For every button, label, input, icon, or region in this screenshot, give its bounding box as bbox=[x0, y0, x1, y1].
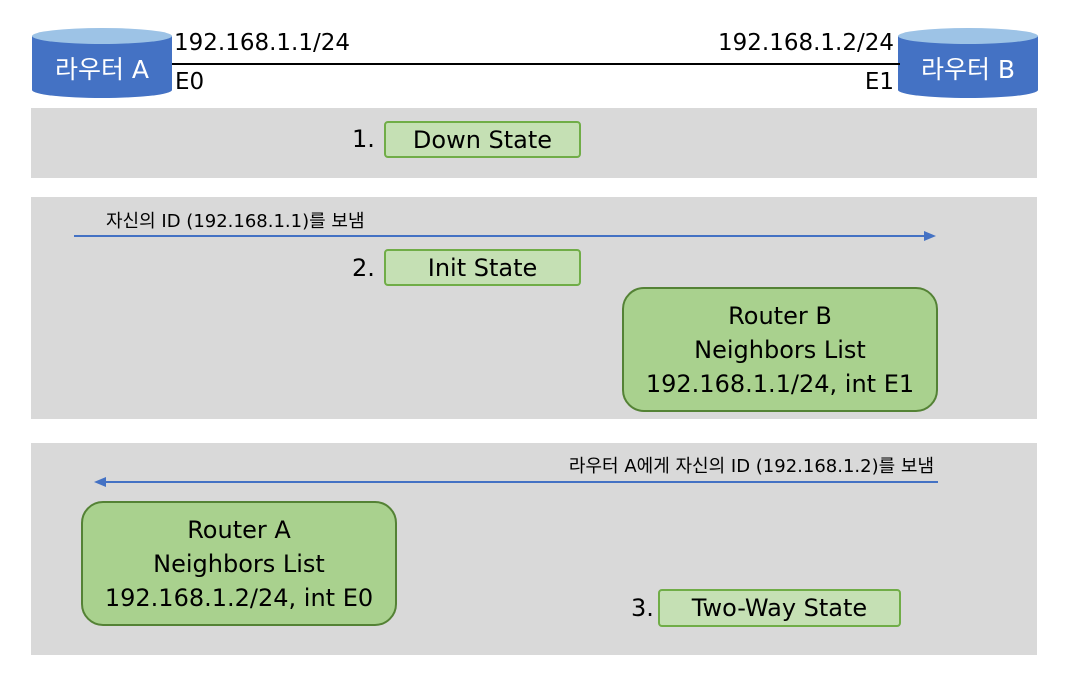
neighbors-entry: 192.168.1.1/24, int E1 bbox=[645, 369, 915, 398]
router-a-icon bbox=[32, 28, 172, 98]
router-a-ip: 192.168.1.1/24 bbox=[174, 30, 351, 56]
router-b-icon bbox=[898, 28, 1038, 98]
step-3-arrow bbox=[94, 477, 938, 487]
router-b: 라우터 B bbox=[898, 28, 1038, 98]
step-1-state: Down State bbox=[384, 121, 581, 158]
neighbors-router-name: Router B bbox=[728, 301, 832, 330]
link-line bbox=[172, 63, 900, 65]
router-b-interface: E1 bbox=[864, 69, 894, 95]
neighbors-entry: 192.168.1.2/24, int E0 bbox=[104, 583, 374, 612]
step-2-message: 자신의 ID (192.168.1.1)를 보냄 bbox=[106, 211, 365, 232]
router-b-label: 라우터 B bbox=[920, 55, 1016, 84]
step-3-number: 3. bbox=[631, 594, 654, 622]
router-b-neighbors-list: Router B Neighbors List 192.168.1.1/24, … bbox=[622, 287, 938, 412]
router-a: 라우터 A bbox=[32, 28, 172, 98]
router-a-neighbors-list: Router A Neighbors List 192.168.1.2/24, … bbox=[81, 501, 397, 626]
step-2-number: 2. bbox=[352, 254, 375, 282]
router-a-label: 라우터 A bbox=[54, 55, 150, 84]
step-3-state: Two-Way State bbox=[658, 589, 901, 627]
step-3-message: 라우터 A에게 자신의 ID (192.168.1.2)를 보냄 bbox=[568, 456, 934, 477]
neighbors-title: Neighbors List bbox=[694, 335, 866, 364]
router-a-interface: E0 bbox=[175, 69, 205, 95]
step-1-number: 1. bbox=[352, 125, 375, 153]
step-2-arrow bbox=[74, 231, 936, 241]
router-b-ip: 192.168.1.2/24 bbox=[717, 30, 894, 56]
step-2-state: Init State bbox=[384, 249, 581, 286]
neighbors-router-name: Router A bbox=[187, 515, 291, 544]
neighbors-title: Neighbors List bbox=[153, 549, 325, 578]
